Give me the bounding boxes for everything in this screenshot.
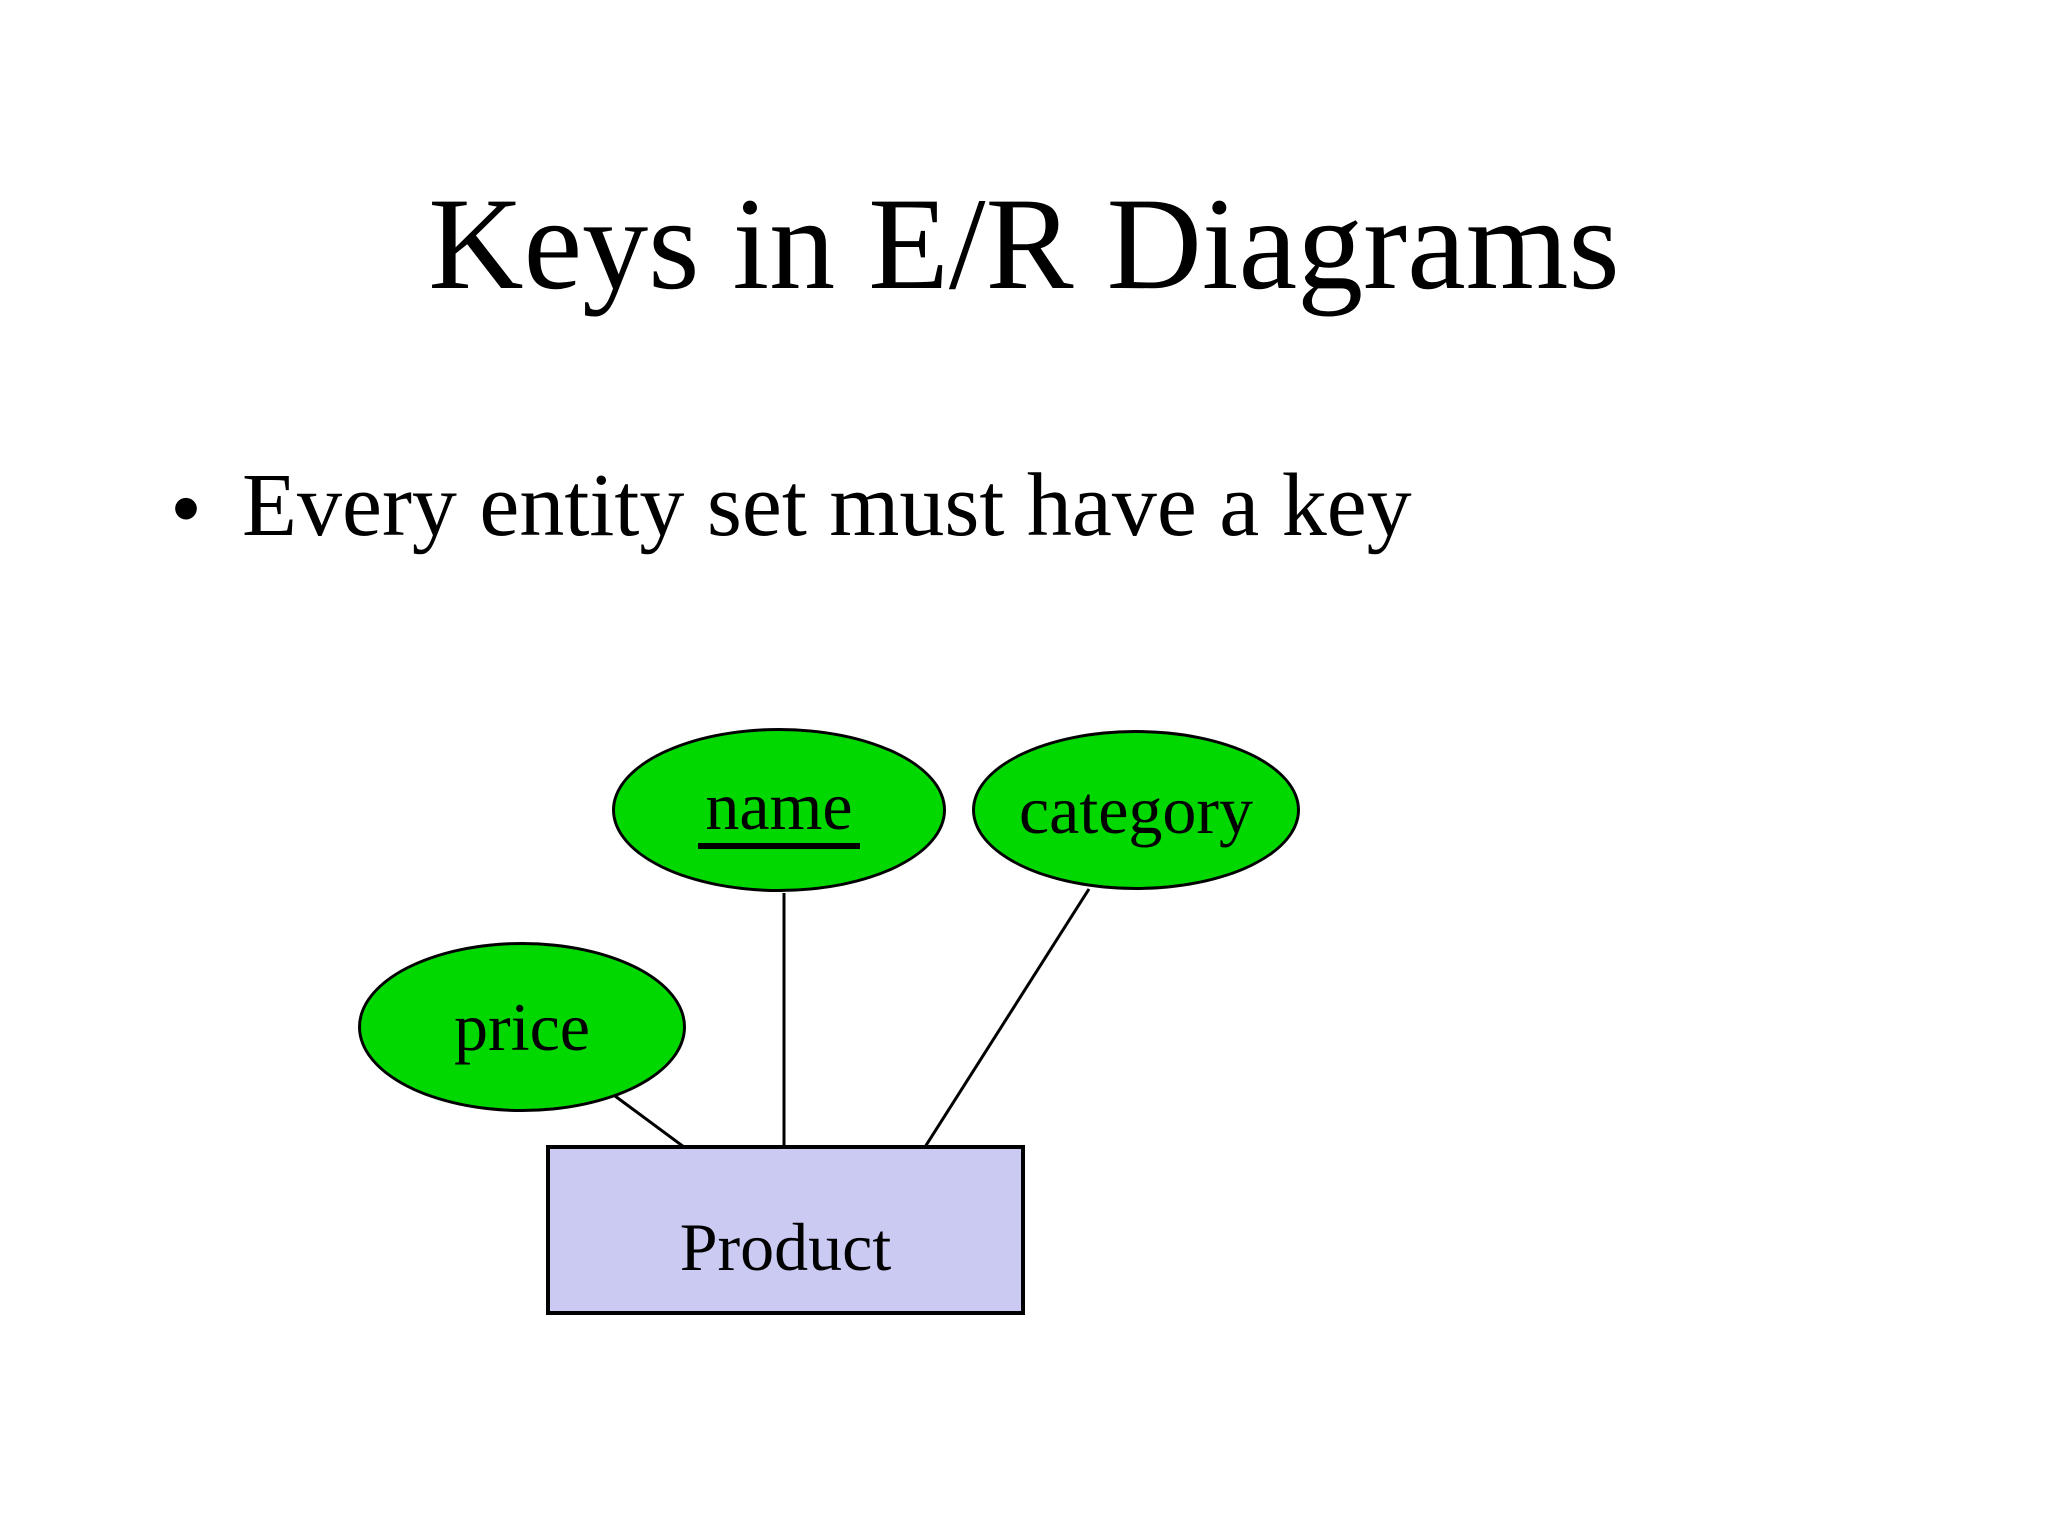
attribute-label-price: price <box>454 989 590 1065</box>
attribute-label-category: category <box>1018 772 1254 848</box>
connector-price-product <box>614 1094 685 1149</box>
attribute-label-name: name <box>698 772 860 849</box>
connector-category-product <box>923 888 1091 1148</box>
bullet-text: Every entity set must have a key <box>242 456 1412 555</box>
entity-rectangle-product: Product <box>546 1145 1025 1315</box>
bullet-marker-icon: • <box>172 463 201 552</box>
attribute-ellipse-price: price <box>358 942 686 1112</box>
attribute-ellipse-name: name <box>612 728 946 892</box>
bullet-item: • Every entity set must have a key <box>172 452 1412 560</box>
slide-title: Keys in E/R Diagrams <box>428 170 1620 317</box>
entity-label: Product <box>679 1209 892 1285</box>
attribute-ellipse-category: category <box>972 730 1300 890</box>
